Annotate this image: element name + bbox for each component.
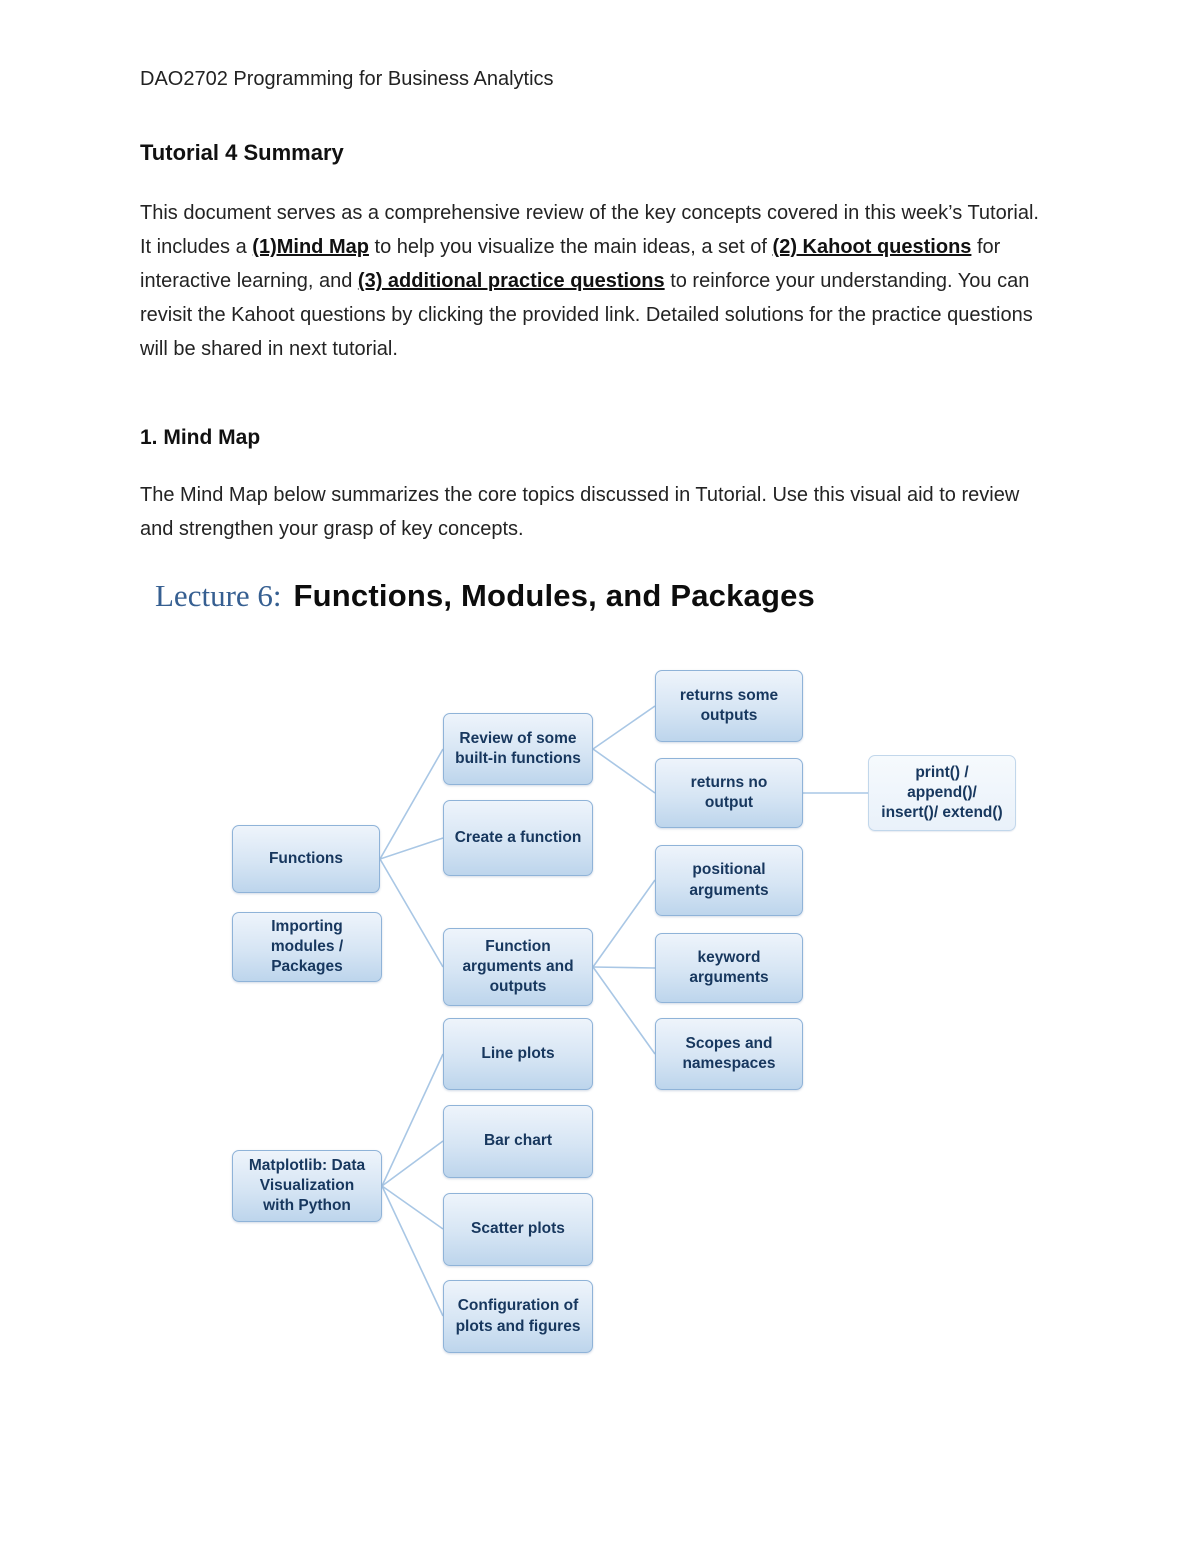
node-matplotlib-data-visualization: Matplotlib: Data Visualization with Pyth… [232, 1150, 382, 1222]
mind-map-title: Lecture 6: Functions, Modules, and Packag… [155, 578, 815, 614]
node-importing-modules-packages: Importing modules / Packages [232, 912, 382, 982]
practice-questions-link-text: (3) additional practice questions [357, 270, 665, 292]
lecture-number-label: Lecture 6: [155, 578, 282, 613]
node-returns-some-outputs: returns some outputs [655, 670, 803, 742]
intro-text-1: This document serves as a comprehensive … [140, 202, 1039, 258]
node-configuration-plots-figures: Configuration of plots and figures [443, 1280, 593, 1353]
node-print-append-insert-extend: print() / append()/ insert()/ extend() [868, 755, 1016, 831]
intro-text-2: to help you visualize the main ideas, a … [368, 236, 773, 258]
node-positional-arguments: positional arguments [655, 845, 803, 916]
node-function-arguments-outputs: Function arguments and outputs [443, 928, 593, 1006]
lecture-title-label: Functions, Modules, and Packages [293, 578, 815, 613]
node-returns-no-output: returns no output [655, 758, 803, 828]
node-keyword-arguments: keyword arguments [655, 933, 803, 1003]
mind-map-link-text: (1)Mind Map [252, 236, 369, 258]
node-line-plots: Line plots [443, 1018, 593, 1090]
node-bar-chart: Bar chart [443, 1105, 593, 1178]
page-title: Tutorial 4 Summary [140, 140, 344, 165]
section-1-title: 1. Mind Map [140, 426, 261, 449]
connector-lines [379, 705, 868, 1317]
node-create-a-function: Create a function [443, 800, 593, 876]
node-functions: Functions [232, 825, 380, 893]
kahoot-questions-link-text: (2) Kahoot questions [772, 236, 972, 258]
node-review-built-in-functions: Review of some built-in functions [443, 713, 593, 785]
mind-map-canvas: Functions Importing modules / Packages M… [0, 640, 1200, 1370]
course-header: DAO2702 Programming for Business Analyti… [140, 68, 554, 90]
node-scatter-plots: Scatter plots [443, 1193, 593, 1266]
intro-paragraph: This document serves as a comprehensive … [140, 196, 1050, 366]
node-scopes-namespaces: Scopes and namespaces [655, 1018, 803, 1090]
intro-text-4: to reinforce your understanding. You can… [140, 270, 1033, 360]
section-1-paragraph: The Mind Map below summarizes the core t… [140, 484, 1020, 540]
intro-text-3: for interactive learning, and [140, 236, 1001, 292]
